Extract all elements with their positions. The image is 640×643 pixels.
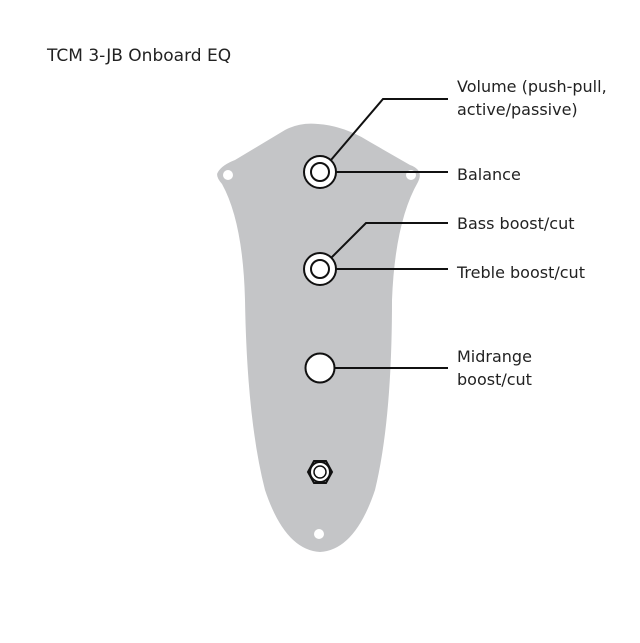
label-volume-line1: Volume (push-pull, [457,77,607,96]
diagram-title: TCM 3-JB Onboard EQ [47,46,232,66]
control-plate [217,123,420,552]
label-mid-line2: boost/cut [457,370,532,389]
label-mid-line1: Midrange [457,347,532,366]
bass-treble-knob[interactable] [303,252,337,286]
label-treble: Treble boost/cut [457,263,585,282]
label-balance: Balance [457,165,521,184]
label-volume-line2: active/passive) [457,100,578,119]
label-bass: Bass boost/cut [457,214,575,233]
volume-balance-knob[interactable] [303,155,337,189]
midrange-knob[interactable] [304,352,336,384]
bass-leader [328,222,448,261]
volume-leader [324,98,448,168]
output-jack [306,460,334,484]
leader-lines [324,98,448,369]
mount-hole-left [223,170,233,180]
mount-hole-bottom [314,529,324,539]
